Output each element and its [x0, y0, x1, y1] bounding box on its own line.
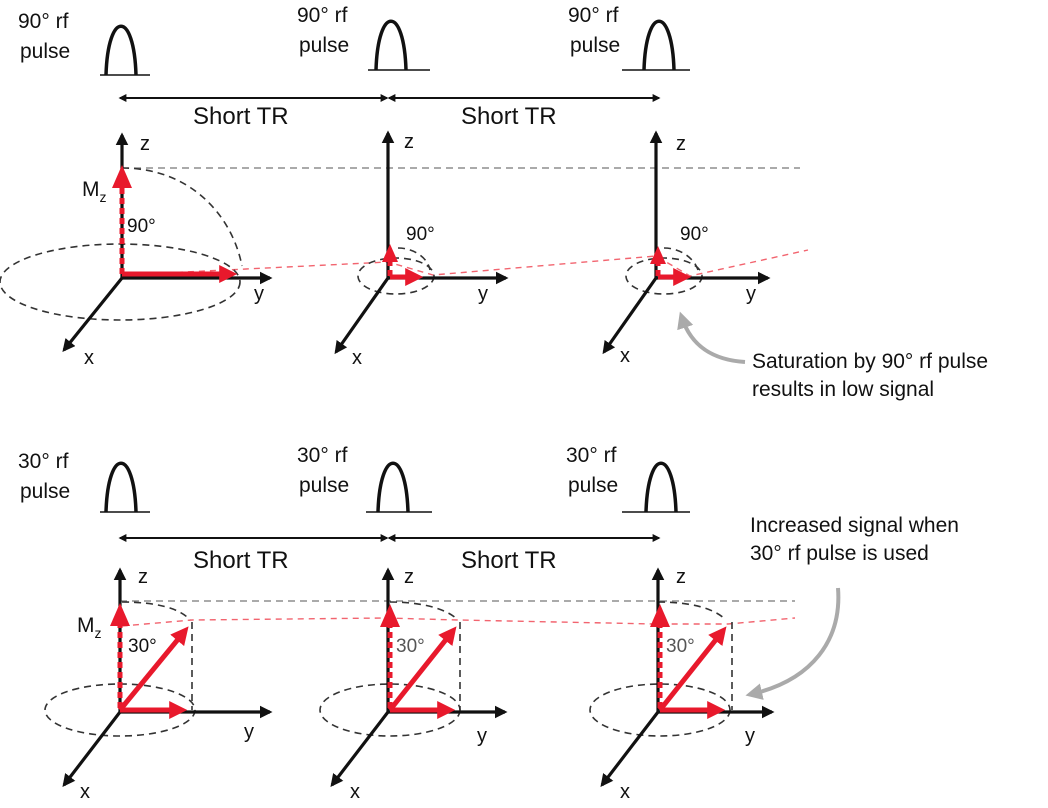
pulse-label-line2: pulse: [20, 40, 70, 63]
annotation-line2: results in low signal: [752, 378, 934, 401]
rf-pulse-shape: [368, 19, 430, 71]
axis-system-4: z y x Mz 30°: [44, 566, 273, 803]
rf-pulse-shape: [100, 461, 150, 513]
pulse-label-line2: pulse: [568, 474, 618, 497]
pulse-label-line1: 90° rf: [568, 4, 619, 27]
pulse-label-line2: pulse: [20, 480, 70, 503]
pulse-label-90-3: 90° rf pulse: [568, 4, 620, 57]
z-axis-label: z: [676, 133, 686, 155]
y-axis-label: y: [746, 283, 756, 305]
x-axis: [62, 711, 122, 788]
pulse-label-line2: pulse: [299, 34, 349, 57]
tr-label: Short TR: [193, 547, 289, 574]
tr-label: Short TR: [193, 103, 289, 130]
z-axis-label: z: [140, 133, 150, 155]
rf-pulse-shape: [622, 19, 690, 71]
flip-arc: [121, 167, 243, 267]
pulse-label-line1: 30° rf: [297, 444, 348, 467]
x-axis: [600, 711, 660, 788]
x-axis-label: x: [352, 347, 362, 369]
z-axis-label: z: [676, 566, 686, 588]
flip-arc: [121, 601, 191, 621]
transverse-plane-ellipse: [44, 683, 196, 737]
rf-pulse-shape: [100, 24, 150, 76]
rf-pulse-shape: [366, 461, 432, 513]
flip-angle-label: 30°: [396, 636, 425, 657]
flip-arc: [389, 601, 459, 621]
axis-system-3: z y x 90°: [602, 130, 771, 367]
x-axis-label: x: [80, 781, 90, 803]
annotation-pointer-arrow: [745, 587, 841, 700]
transverse-plane-ellipse: [625, 257, 703, 295]
axis-system-6: z y x 30°: [589, 566, 775, 803]
mz-arrowhead: [110, 603, 130, 626]
x-axis: [334, 277, 390, 355]
mz-arrowhead: [382, 244, 398, 262]
y-axis-label: y: [745, 725, 755, 747]
pulse-label-line1: 90° rf: [18, 10, 69, 33]
tr-label: Short TR: [461, 103, 557, 130]
flip-angle-label: 30°: [128, 636, 157, 657]
flip-angle-label: 90°: [127, 216, 156, 237]
mz-arrowhead: [650, 604, 670, 627]
annotation-line2: 30° rf pulse is used: [750, 542, 929, 565]
y-axis-label: y: [478, 283, 488, 305]
mz-arrowhead: [112, 165, 132, 188]
x-axis: [602, 277, 658, 355]
axis-system-2: z y x 90°: [334, 130, 509, 369]
pulse-label-line1: 90° rf: [297, 4, 348, 27]
annotation-line1: Increased signal when: [750, 514, 959, 537]
z-axis-label: z: [404, 566, 414, 588]
tipped-magnetization-vector: [388, 626, 457, 712]
x-axis-label: x: [620, 781, 630, 803]
row-90-degree: 90° rf pulse 90° rf pulse 90° rf pulse S…: [0, 4, 988, 401]
flip-arc: [397, 247, 431, 271]
signal-level-line: [121, 617, 796, 627]
x-axis-label: x: [620, 345, 630, 367]
z-axis-label: z: [404, 131, 414, 153]
transverse-plane-ellipse: [589, 683, 731, 737]
annotation-line1: Saturation by 90° rf pulse: [752, 350, 988, 373]
axis-system-1: z y x Mz 90°: [0, 132, 273, 369]
mz-label: Mz: [77, 614, 102, 641]
annotation-pointer-arrow: [677, 311, 746, 364]
tipped-magnetization-vector: [658, 626, 727, 712]
flip-arc: [657, 601, 727, 621]
mz-label: Mz: [82, 178, 107, 205]
mz-arrowhead: [380, 604, 400, 627]
x-axis-label: x: [84, 347, 94, 369]
pulse-label-line1: 30° rf: [566, 444, 617, 467]
axis-system-5: z y x 30°: [319, 566, 508, 803]
x-axis: [330, 711, 390, 788]
pulse-label-line2: pulse: [299, 474, 349, 497]
pulse-label-line1: 30° rf: [18, 450, 69, 473]
x-axis: [62, 276, 124, 352]
pulse-label-30-2: 30° rf pulse: [297, 444, 349, 497]
rf-pulse-shape: [622, 461, 690, 513]
row-30-degree: 30° rf pulse 30° rf pulse 30° rf pulse S…: [18, 444, 959, 803]
tr-label: Short TR: [461, 547, 557, 574]
pulse-label-90-1: 90° rf pulse: [18, 10, 70, 63]
flip-angle-label: 90°: [406, 224, 435, 245]
y-axis-label: y: [244, 721, 254, 743]
z-axis-label: z: [138, 566, 148, 588]
flip-angle-label: 90°: [680, 224, 709, 245]
flip-angle-label: 30°: [666, 636, 695, 657]
x-axis-label: x: [350, 781, 360, 803]
tipped-magnetization-vector: [118, 626, 189, 712]
pulse-label-90-2: 90° rf pulse: [297, 4, 349, 57]
pulse-label-30-3: 30° rf pulse: [566, 444, 618, 497]
pulse-label-line2: pulse: [570, 34, 620, 57]
mz-arrowhead: [650, 246, 666, 264]
y-axis-label: y: [477, 725, 487, 747]
flip-arc: [663, 247, 699, 271]
pulse-label-30-1: 30° rf pulse: [18, 450, 70, 503]
y-axis-label: y: [254, 283, 264, 305]
